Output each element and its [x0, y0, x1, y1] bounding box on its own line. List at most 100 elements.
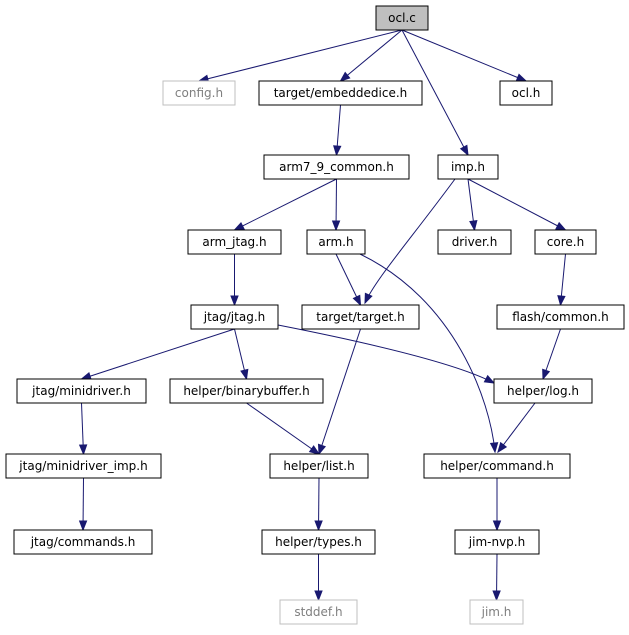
node-label: jtag/minidriver_imp.h [18, 459, 147, 473]
edge-arrowhead [333, 145, 342, 157]
node-ocl-h[interactable]: ocl.h [499, 80, 553, 106]
node-label: helper/binarybuffer.h [183, 384, 309, 398]
edge-helper_list-to-helper_types [314, 477, 323, 532]
edge-arm_h-to-helper_command [359, 253, 499, 454]
node-box [16, 378, 147, 404]
node-minidriver-imp[interactable]: jtag/minidriver_imp.h [5, 453, 162, 479]
edge-helper_types-to-stddef_h [314, 554, 323, 602]
node-label: core.h [547, 235, 584, 249]
node-box [13, 529, 153, 555]
edge-arrowhead [364, 292, 373, 305]
edge-arrowhead [555, 221, 567, 231]
edge-arrowhead [557, 295, 566, 307]
node-label: jim.h [481, 605, 512, 619]
node-arm-jtag[interactable]: arm_jtag.h [187, 229, 282, 255]
node-label: jtag/jtag.h [203, 310, 265, 324]
node-driver-h[interactable]: driver.h [437, 229, 512, 255]
edge-imp_h-to-core_h [467, 178, 567, 231]
node-label: driver.h [452, 235, 498, 249]
node-jim-nvp[interactable]: jim-nvp.h [454, 529, 540, 555]
edge-line [401, 29, 469, 156]
edge-line [81, 328, 235, 380]
edge-jtag_jtag-to-binarybuffer [234, 328, 249, 381]
node-label: target/target.h [316, 310, 404, 324]
node-label: helper/types.h [275, 535, 362, 549]
node-minidriver[interactable]: jtag/minidriver.h [16, 378, 147, 404]
node-box [263, 154, 410, 180]
nodes-layer: ocl.c config.h target/embeddedice.h ocl.h ar… [5, 5, 625, 625]
node-jtag-commands[interactable]: jtag/commands.h [13, 529, 153, 555]
edge-target_target-to-helper_list [317, 328, 361, 456]
edge-line [401, 29, 527, 82]
edge-ocl_c-to-embeddedice [339, 29, 403, 82]
node-arm7-9[interactable]: arm7_9_common.h [263, 154, 410, 180]
edge-arm_h-to-target_target [335, 253, 362, 307]
node-label: jim-nvp.h [468, 535, 525, 549]
node-helper-log[interactable]: helper/log.h [493, 378, 593, 404]
edge-arrowhead [352, 294, 362, 307]
edge-line [246, 402, 320, 455]
edges-layer [78, 29, 567, 602]
node-label: stddef.h [294, 605, 342, 619]
node-label: arm7_9_common.h [279, 160, 394, 174]
edge-core_h-to-flash_common [557, 253, 566, 307]
node-ocl-c[interactable]: ocl.c [375, 5, 429, 31]
node-jtag-jtag[interactable]: jtag/jtag.h [190, 304, 279, 330]
edge-arrowhead [469, 220, 478, 232]
node-label: helper/list.h [283, 459, 354, 473]
node-core-h[interactable]: core.h [534, 229, 597, 255]
node-box [279, 599, 358, 625]
node-box [437, 154, 499, 180]
node-box [190, 304, 279, 330]
node-label: arm_jtag.h [202, 235, 266, 249]
edge-line [359, 253, 496, 453]
edge-line [277, 324, 495, 384]
edge-minidriver-to-minidriver_imp [78, 402, 88, 456]
edge-arrowhead [492, 520, 502, 532]
edge-embeddedice-to-arm7_9 [333, 104, 342, 157]
node-helper-types[interactable]: helper/types.h [261, 529, 376, 555]
edge-arrowhead [331, 220, 341, 232]
edge-arrowhead [233, 221, 245, 231]
edge-line [467, 178, 566, 231]
edge-line [198, 29, 403, 82]
edge-line [318, 328, 361, 455]
node-box [5, 453, 162, 479]
node-box [306, 229, 366, 255]
node-target-target[interactable]: target/target.h [301, 304, 420, 330]
edge-arrowhead [492, 590, 501, 602]
edge-helper_log-to-helper_command [497, 402, 536, 454]
edge-helper_command-to-jim_nvp [492, 478, 502, 532]
node-flash-common[interactable]: flash/common.h [496, 304, 625, 330]
node-box [375, 5, 429, 31]
node-box [162, 80, 236, 106]
edge-arrowhead [483, 374, 496, 384]
node-label: config.h [175, 86, 223, 100]
node-embeddedice[interactable]: target/embeddedice.h [258, 80, 423, 106]
node-jim-h: jim.h [469, 599, 524, 625]
edge-ocl_c-to-config_h [197, 29, 403, 83]
node-box [496, 304, 625, 330]
node-helper-list[interactable]: helper/list.h [269, 453, 369, 479]
edge-jtag_jtag-to-minidriver [80, 328, 235, 381]
node-arm-h[interactable]: arm.h [306, 229, 366, 255]
edge-imp_h-to-driver_h [467, 178, 478, 232]
node-box [301, 304, 420, 330]
node-imp-h[interactable]: imp.h [437, 154, 499, 180]
edge-arrowhead [308, 445, 321, 455]
node-label: imp.h [451, 160, 485, 174]
edge-arrowhead [497, 441, 508, 454]
edge-line [364, 178, 456, 304]
edge-arrowhead [78, 444, 88, 456]
node-label: helper/log.h [507, 384, 579, 398]
node-helper-command[interactable]: helper/command.h [423, 453, 571, 479]
node-binarybuffer[interactable]: helper/binarybuffer.h [169, 378, 324, 404]
edge-arrowhead [339, 71, 351, 82]
node-box [258, 80, 423, 106]
node-box [469, 599, 524, 625]
node-box [269, 453, 369, 479]
node-box [169, 378, 324, 404]
edge-imp_h-to-target_target [364, 178, 456, 305]
edge-arrowhead [459, 144, 469, 157]
